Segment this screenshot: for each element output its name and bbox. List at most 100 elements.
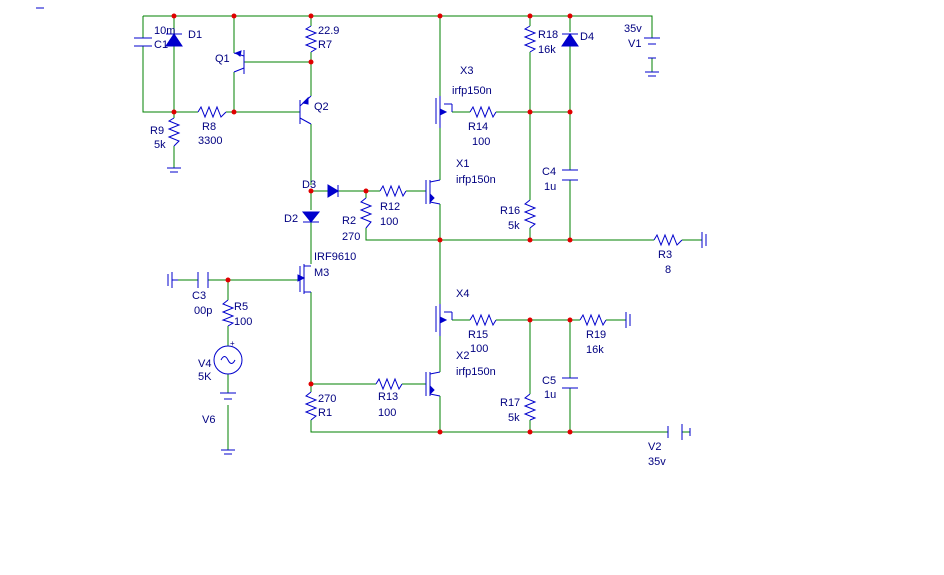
d4-diode[interactable] [561, 33, 579, 47]
r7-value: 22.9 [318, 25, 339, 37]
q2-transistor[interactable] [299, 95, 312, 125]
r7-resistor[interactable] [304, 25, 318, 53]
c3-value: 00p [194, 305, 212, 317]
v6-source[interactable] [220, 392, 236, 400]
r1-label: R1 [318, 407, 332, 419]
ground-v6 [221, 449, 235, 455]
q1-transistor[interactable] [233, 50, 245, 74]
v2-label: V2 [648, 441, 661, 453]
m3-label: M3 [314, 267, 329, 279]
r12-resistor[interactable] [379, 184, 407, 198]
c1-value: 10m [154, 25, 175, 37]
r7-label: R7 [318, 39, 332, 51]
r5-resistor[interactable] [221, 299, 235, 327]
c1-label: C1 [154, 39, 168, 51]
r2-resistor[interactable] [359, 197, 373, 229]
r14-value: 100 [472, 136, 490, 148]
q1-label: Q1 [215, 53, 230, 65]
d1-diode[interactable] [165, 33, 183, 47]
ground-r9 [167, 167, 181, 173]
r18-value: 16k [538, 44, 556, 56]
d2-diode[interactable] [301, 211, 321, 223]
v1-value: 35v [624, 23, 642, 35]
r18-resistor[interactable] [523, 25, 537, 53]
c3-capacitor[interactable] [197, 272, 209, 288]
d3-diode[interactable] [327, 184, 339, 198]
r16-value: 5k [508, 220, 520, 232]
r19-label: R19 [586, 329, 606, 341]
v4-ac-source[interactable] [213, 345, 243, 375]
x2-label: X2 [456, 350, 469, 362]
c5-capacitor[interactable] [562, 377, 578, 389]
r1-resistor[interactable] [304, 391, 318, 421]
r8-resistor[interactable] [197, 105, 227, 119]
x3-label: X3 [460, 65, 473, 77]
x4-label: X4 [456, 288, 469, 300]
r14-label: R14 [468, 121, 488, 133]
d1-label: D1 [188, 29, 202, 41]
output-port[interactable] [701, 232, 707, 248]
c5-label: C5 [542, 375, 556, 387]
nodes [171, 13, 573, 435]
r19-port[interactable] [625, 312, 631, 328]
v2-value: 35v [648, 456, 666, 468]
r9-value: 5k [154, 139, 166, 151]
r19-value: 16k [586, 344, 604, 356]
r16-resistor[interactable] [523, 199, 537, 229]
r16-label: R16 [500, 205, 520, 217]
v4-value: 5K [198, 371, 212, 383]
r1-value: 270 [318, 393, 336, 405]
d4-label: D4 [580, 31, 594, 43]
r15-label: R15 [468, 329, 488, 341]
r9-label: R9 [150, 125, 164, 137]
d3-label: D3 [302, 179, 316, 191]
r9-resistor[interactable] [167, 117, 181, 147]
c4-capacitor[interactable] [562, 169, 578, 181]
x1-model: irfp150n [456, 174, 496, 186]
r15-resistor[interactable] [469, 313, 497, 327]
v2-source[interactable] [667, 424, 691, 440]
wires [142, 15, 702, 450]
r12-value: 100 [380, 216, 398, 228]
c1-capacitor[interactable] [134, 37, 152, 47]
x3-model: irfp150n [452, 85, 492, 97]
x2-model: irfp150n [456, 366, 496, 378]
v4-plus: + [230, 339, 235, 348]
x4-mosfet[interactable] [435, 304, 453, 336]
x2-mosfet[interactable] [425, 371, 441, 397]
r5-label: R5 [234, 301, 248, 313]
r8-value: 3300 [198, 135, 222, 147]
input-port[interactable] [167, 272, 178, 288]
r18-label: R18 [538, 29, 558, 41]
r2-label: R2 [342, 215, 356, 227]
r13-label: R13 [378, 391, 398, 403]
r8-label: R8 [202, 121, 216, 133]
x3-mosfet[interactable] [435, 96, 453, 128]
ground-v1 [645, 71, 659, 77]
v4-label: V4 [198, 358, 211, 370]
m3-model: IRF9610 [314, 251, 356, 263]
r14-resistor[interactable] [469, 105, 497, 119]
r13-value: 100 [378, 407, 396, 419]
m3-mosfet[interactable] [297, 264, 311, 294]
r15-value: 100 [470, 343, 488, 355]
d2-label: D2 [284, 213, 298, 225]
c4-value: 1u [544, 181, 556, 193]
c5-value: 1u [544, 389, 556, 401]
r17-label: R17 [500, 397, 520, 409]
r17-resistor[interactable] [523, 393, 537, 421]
r3-value: 8 [665, 264, 671, 276]
v1-source[interactable] [644, 37, 660, 59]
v6-label: V6 [202, 414, 215, 426]
r19-resistor[interactable] [579, 313, 607, 327]
c3-label: C3 [192, 290, 206, 302]
x1-label: X1 [456, 158, 469, 170]
q2-label: Q2 [314, 101, 329, 113]
x1-mosfet[interactable] [425, 179, 441, 205]
r2-value: 270 [342, 231, 360, 243]
c4-label: C4 [542, 166, 556, 178]
r13-resistor[interactable] [375, 377, 403, 391]
r3-resistor[interactable] [653, 233, 683, 247]
r17-value: 5k [508, 412, 520, 424]
